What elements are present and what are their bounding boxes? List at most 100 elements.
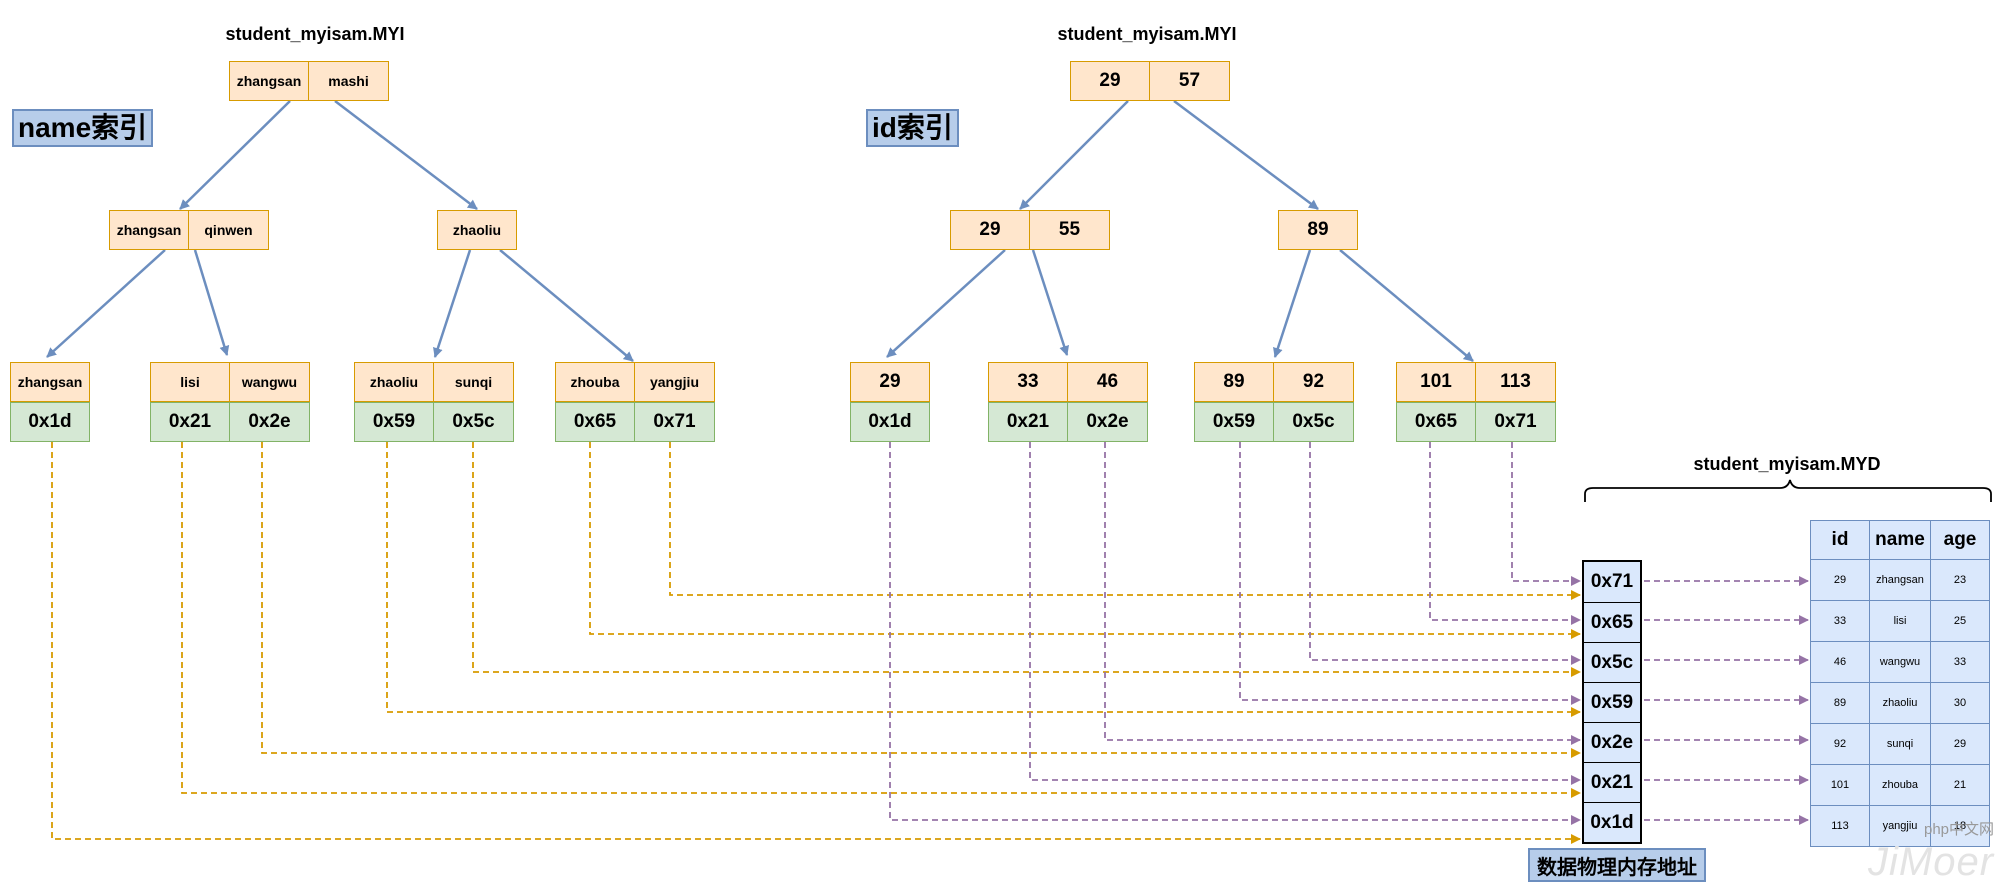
pointer-0x1d xyxy=(889,442,1581,825)
node-key: mashi xyxy=(309,61,389,101)
tree-edge xyxy=(179,100,291,210)
leaf-address: 0x71 xyxy=(635,402,715,442)
name-leaf-node: lisi wangwu 0x21 0x2e xyxy=(150,362,310,442)
cell-id: 92 xyxy=(1810,723,1870,765)
memory-cell: 0x71 xyxy=(1590,571,1634,592)
name-internal-node-left: zhangsan qinwen xyxy=(109,210,269,250)
leaf-address: 0x2e xyxy=(230,402,310,442)
column-header-age: age xyxy=(1930,520,1990,560)
tree-edge xyxy=(1031,249,1069,356)
cell-name: zhangsan xyxy=(1869,559,1931,601)
cell-age: 21 xyxy=(1930,764,1990,806)
table-row: 33 lisi 25 xyxy=(1810,600,1990,642)
pointer-0x59 xyxy=(386,442,1581,717)
tree-edge xyxy=(334,100,478,210)
pointer-0x65 xyxy=(589,442,1581,639)
cell-age: 29 xyxy=(1930,723,1990,765)
cell-age: 18 xyxy=(1930,805,1990,847)
cell-age: 23 xyxy=(1930,559,1990,601)
leaf-key: 33 xyxy=(988,362,1068,402)
node-key: 29 xyxy=(1070,61,1150,101)
pointer-0x71 xyxy=(1511,442,1581,586)
node-key: 57 xyxy=(1150,61,1230,101)
pointer-0x5c xyxy=(472,442,1581,677)
name-leaf-node: zhangsan 0x1d xyxy=(10,362,90,442)
tree-edge xyxy=(886,249,1006,358)
node-key: 89 xyxy=(1278,210,1358,250)
cell-id: 89 xyxy=(1810,682,1870,724)
table-row: 92 sunqi 29 xyxy=(1810,723,1990,765)
pointer-0x65 xyxy=(1429,442,1581,625)
id-root-node: 29 57 xyxy=(1070,61,1230,101)
tree-edge xyxy=(1339,249,1474,362)
name-tree-edges xyxy=(46,100,634,362)
pointer-0x2e xyxy=(1104,442,1581,745)
id-leaf-node: 89 92 0x59 0x5c xyxy=(1194,362,1354,442)
tree-edge xyxy=(46,249,166,358)
cell-name: yangjiu xyxy=(1869,805,1931,847)
id-index-label: id索引 xyxy=(866,109,959,147)
table-header-row: id name age xyxy=(1810,520,1990,560)
id-internal-node-left: 29 55 xyxy=(950,210,1110,250)
cell-age: 25 xyxy=(1930,600,1990,642)
watermark: JiMoer xyxy=(1868,840,1995,884)
tree-edge xyxy=(1273,249,1312,358)
leaf-address: 0x21 xyxy=(988,402,1068,442)
id-index-file-title: student_myisam.MYI xyxy=(1057,24,1237,44)
name-pointer-lines xyxy=(51,442,1581,844)
leaf-key: 29 xyxy=(850,362,930,402)
leaf-key: 113 xyxy=(1476,362,1556,402)
cell-id: 46 xyxy=(1810,641,1870,683)
table-row: 101 zhouba 21 xyxy=(1810,764,1990,806)
memory-cell: 0x65 xyxy=(1584,602,1640,642)
cell-id: 33 xyxy=(1810,600,1870,642)
name-leaf-node: zhaoliu sunqi 0x59 0x5c xyxy=(354,362,514,442)
name-internal-node-right: zhaoliu xyxy=(437,210,517,250)
table-row: 89 zhaoliu 30 xyxy=(1810,682,1990,724)
leaf-address: 0x21 xyxy=(150,402,230,442)
leaf-address: 0x1d xyxy=(10,402,90,442)
leaf-key: wangwu xyxy=(230,362,310,402)
leaf-key: sunqi xyxy=(434,362,514,402)
cell-id: 29 xyxy=(1810,559,1870,601)
cell-name: wangwu xyxy=(1869,641,1931,683)
row-pointer-lines xyxy=(1644,576,1809,825)
table-row: 113 yangjiu 18 xyxy=(1810,805,1990,847)
cell-id: 113 xyxy=(1810,805,1870,847)
memory-address-label: 数据物理内存地址 xyxy=(1528,848,1706,882)
cell-name: sunqi xyxy=(1869,723,1931,765)
pointer-0x59 xyxy=(1239,442,1581,705)
leaf-key: zhangsan xyxy=(10,362,90,402)
pointer-0x21 xyxy=(1029,442,1581,785)
cell-id: 101 xyxy=(1810,764,1870,806)
cell-age: 33 xyxy=(1930,641,1990,683)
id-pointer-lines xyxy=(889,442,1581,825)
watermark-tag: php中文网 xyxy=(1924,821,1995,838)
name-index-label: name索引 xyxy=(12,109,154,147)
id-tree-edges xyxy=(886,100,1474,362)
id-leaf-node: 29 0x1d xyxy=(850,362,930,442)
pointer-0x5c xyxy=(1309,442,1581,665)
tree-edge xyxy=(1019,100,1129,210)
leaf-key: 101 xyxy=(1396,362,1476,402)
leaf-key: 92 xyxy=(1274,362,1354,402)
id-leaf-node: 33 46 0x21 0x2e xyxy=(988,362,1148,442)
data-table: id name age 29 zhangsan 23 33 lisi 25 46… xyxy=(1810,520,1990,847)
leaf-address: 0x59 xyxy=(1194,402,1274,442)
leaf-address: 0x5c xyxy=(434,402,514,442)
cell-age: 30 xyxy=(1930,682,1990,724)
leaf-address: 0x5c xyxy=(1274,402,1354,442)
leaf-key: lisi xyxy=(150,362,230,402)
data-file-title: student_myisam.MYD xyxy=(1693,454,1881,474)
memory-address-column: 0x71 0x65 0x5c 0x59 0x2e 0x21 0x1d xyxy=(1582,560,1642,844)
column-header-id: id xyxy=(1810,520,1870,560)
node-key: 29 xyxy=(950,210,1030,250)
name-index-file-title: student_myisam.MYI xyxy=(225,24,405,44)
memory-cell: 0x59 xyxy=(1584,682,1640,722)
memory-cell: 0x2e xyxy=(1584,722,1640,762)
tree-edge xyxy=(1173,100,1319,210)
tree-edge xyxy=(193,249,230,356)
cell-name: zhaoliu xyxy=(1869,682,1931,724)
